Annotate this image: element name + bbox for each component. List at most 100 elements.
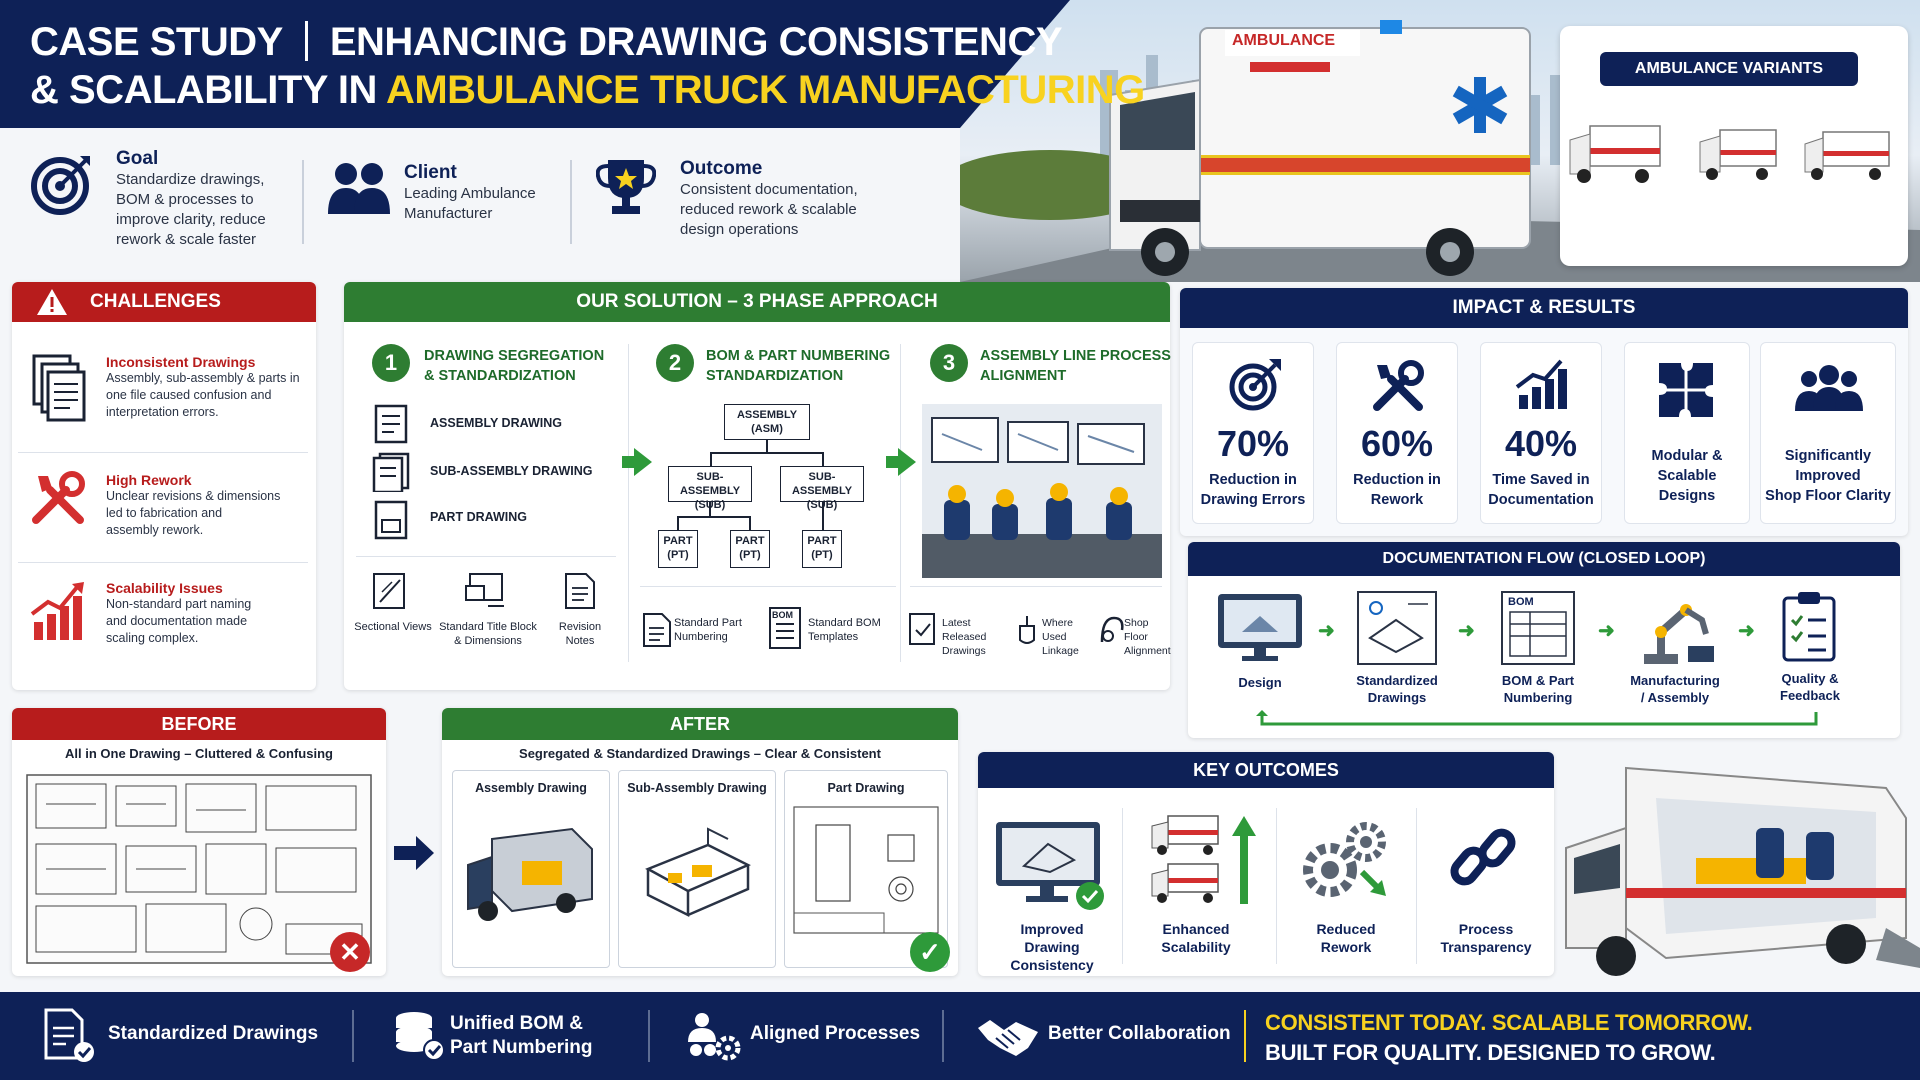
metric-label: Significantly bbox=[1784, 448, 1872, 464]
footer-label: Unified BOM & bbox=[450, 1013, 583, 1034]
sectional-views-icon bbox=[372, 572, 408, 610]
tree-node-label: PART bbox=[807, 535, 837, 547]
flow-step-label: Standardized bbox=[1356, 673, 1438, 688]
outcome-label: Drawing Consistency bbox=[1010, 939, 1094, 973]
growth-chart-icon bbox=[30, 580, 86, 642]
robot-arm-icon bbox=[1636, 588, 1716, 668]
bom-icon-text: BOM bbox=[772, 610, 793, 620]
chain-link-icon bbox=[1444, 818, 1524, 902]
title-part-1: ENHANCING DRAWING CONSISTENCY bbox=[329, 20, 1063, 64]
flow-step-label: Numbering bbox=[1503, 690, 1573, 705]
outcome-label: Transparency bbox=[1440, 939, 1532, 955]
tree-connector bbox=[710, 452, 824, 454]
tree-connector bbox=[709, 502, 711, 516]
metric-card-documentation: 40% Time Saved in Documentation bbox=[1480, 342, 1602, 524]
flow-step-label: / Assembly bbox=[1640, 690, 1710, 705]
metric-label: Time Saved in bbox=[1492, 472, 1590, 488]
after-card-assembly: Assembly Drawing bbox=[452, 770, 610, 968]
challenge-title: High Rework bbox=[106, 472, 192, 488]
flow-step-label: Manufacturing bbox=[1630, 673, 1720, 688]
phase-2-title-line: BOM & PART NUMBERING bbox=[706, 348, 891, 364]
doc-label-assembly: ASSEMBLY DRAWING bbox=[430, 416, 562, 430]
challenge-text: assembly rework. bbox=[106, 523, 204, 537]
challenges-header: CHALLENGES bbox=[12, 282, 316, 322]
challenge-text: led to fabrication and bbox=[106, 506, 223, 520]
goal-block: Goal Standardize drawings, BOM & process… bbox=[116, 148, 266, 268]
outcome-label: Reduced bbox=[1316, 921, 1376, 937]
feature-label: & Dimensions bbox=[454, 635, 522, 647]
metric-value: 60% bbox=[1360, 423, 1434, 464]
metric-value: 70% bbox=[1216, 423, 1290, 464]
outcome-label: Rework bbox=[1320, 939, 1372, 955]
phase-2-title-line: STANDARDIZATION bbox=[706, 368, 844, 384]
phase-3-title-line: ASSEMBLY LINE PROCESS bbox=[980, 348, 1171, 364]
divider bbox=[900, 344, 901, 662]
goal-text-4: rework & scale faster bbox=[116, 231, 257, 248]
feature-label: Alignment bbox=[1124, 645, 1171, 657]
outcome-reduced-rework: Reduced Rework bbox=[1296, 920, 1396, 956]
check-icon: ✓ bbox=[910, 932, 950, 972]
tree-connector bbox=[677, 516, 751, 518]
feature-title-block: Standard Title Block & Dimensions bbox=[436, 620, 540, 648]
arrow-right-icon bbox=[886, 448, 916, 476]
client-text-2: Manufacturer bbox=[404, 205, 493, 222]
feature-latest-released: Latest Released Drawings bbox=[942, 616, 1014, 658]
challenge-item-2: High Rework Unclear revisions & dimensio… bbox=[106, 472, 311, 539]
feature-part-numbering: Standard Part Numbering bbox=[674, 616, 758, 644]
footer-label: Part Numbering bbox=[450, 1037, 593, 1058]
feature-label: Numbering bbox=[674, 631, 728, 643]
metric-label: Rework bbox=[1370, 492, 1424, 508]
feature-label: Drawings bbox=[942, 645, 986, 657]
footer-bar bbox=[0, 992, 1920, 1080]
solution-header: OUR SOLUTION – 3 PHASE APPROACH bbox=[344, 282, 1170, 322]
challenge-text: and documentation made bbox=[106, 614, 248, 628]
arrow-right-icon: ➜ bbox=[1318, 620, 1335, 642]
outcome-title: Outcome bbox=[680, 158, 763, 179]
metric-label: Drawing Errors bbox=[1200, 492, 1306, 508]
part-numbering-icon bbox=[642, 612, 672, 648]
ambulance-cutaway-image bbox=[1556, 748, 1920, 992]
tagline-line-1: CONSISTENT TODAY. SCALABLE TOMORROW. bbox=[1265, 1010, 1753, 1035]
footer-item-standardized-drawings: Standardized Drawings bbox=[108, 1022, 318, 1046]
tree-node-label: PART bbox=[735, 535, 765, 547]
feature-label: Where Used bbox=[1042, 617, 1073, 643]
assembly-drawing-icon bbox=[372, 404, 412, 444]
phase-3-title-line: ALIGNMENT bbox=[980, 368, 1067, 384]
tools-icon bbox=[1373, 360, 1424, 411]
outcome-label: Enhanced bbox=[1162, 921, 1230, 937]
challenge-text: Non-standard part naming bbox=[106, 597, 252, 611]
flow-step-label: Feedback bbox=[1780, 688, 1840, 703]
divider bbox=[942, 1010, 944, 1062]
feature-label: Shop Floor bbox=[1124, 617, 1149, 643]
after-card-title: Assembly Drawing bbox=[475, 781, 587, 795]
client-title: Client bbox=[404, 162, 457, 183]
footer-label: Aligned Processes bbox=[750, 1023, 921, 1044]
client-text-1: Leading Ambulance bbox=[404, 185, 536, 202]
metric-card-drawing-errors: 70% Reduction in Drawing Errors bbox=[1192, 342, 1314, 524]
ambulance-label: AMBULANCE bbox=[1232, 32, 1336, 49]
tree-node-label: PART bbox=[663, 535, 693, 547]
metric-card-rework: 60% Reduction in Rework bbox=[1336, 342, 1458, 524]
document-check-icon bbox=[44, 1008, 96, 1064]
challenge-item-3: Scalability Issues Non-standard part nam… bbox=[106, 580, 311, 647]
outcome-label: Process bbox=[1458, 921, 1514, 937]
flow-step-manufacturing: Manufacturing / Assembly bbox=[1620, 672, 1730, 706]
bar-chart-icon bbox=[1515, 359, 1567, 409]
metric-value: 40% bbox=[1504, 423, 1578, 464]
outcome-text-2: reduced rework & scalable bbox=[680, 201, 857, 218]
phase-1-title: DRAWING SEGREGATION & STANDARDIZATION bbox=[424, 346, 604, 386]
database-check-icon bbox=[394, 1010, 446, 1062]
divider bbox=[352, 1010, 354, 1062]
divider bbox=[628, 344, 629, 662]
monitor-check-icon bbox=[994, 820, 1106, 912]
scaling-ambulances-icon bbox=[1136, 812, 1256, 908]
divider bbox=[1244, 1010, 1246, 1062]
tree-connector bbox=[766, 440, 768, 452]
arrow-right-icon bbox=[392, 834, 436, 872]
checklist-icon bbox=[1780, 590, 1838, 664]
feature-label: Notes bbox=[565, 635, 595, 647]
divider bbox=[648, 1010, 650, 1062]
after-card-title: Sub-Assembly Drawing bbox=[627, 781, 767, 795]
phase-1-title-line: DRAWING SEGREGATION bbox=[424, 348, 605, 364]
